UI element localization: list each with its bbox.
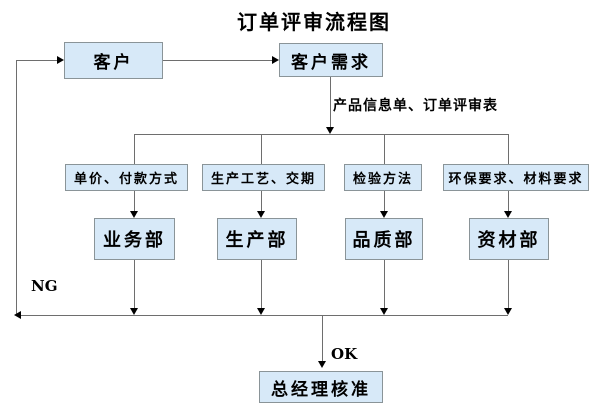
arrowhead-dept-col2-icon [257,211,265,218]
arrowhead-conv-col4-icon [504,308,512,315]
label-ng: NG [31,277,58,295]
connector-drop-col3 [384,134,385,164]
connector-drop-col1 [134,134,135,164]
arrowhead-into-demand-icon [272,56,279,64]
criteria-box-environment-material: 环保要求、材料要求 [443,164,589,191]
node-customer: 客户 [64,42,163,79]
arrowhead-conv-col1-icon [130,308,138,315]
label-documents: 产品信息单、订单评审表 [333,98,498,114]
arrowhead-dept-col1-icon [130,211,138,218]
arrowhead-into-customer-icon [57,56,64,64]
department-box-materials: 资材部 [469,218,549,260]
connector-dept-conv-col2 [261,260,262,309]
node-customer-demand: 客户需求 [279,43,383,77]
department-box-quality: 品质部 [345,218,423,260]
node-general-manager-approval: 总经理核准 [259,371,383,403]
arrowhead-demand-down-icon [326,127,334,134]
connector-drop-col4 [508,134,509,164]
connector-crit-dept-col3 [384,191,385,212]
arrowhead-ng-left-icon [14,311,21,319]
connector-ng-horizontal [16,60,58,61]
arrowhead-conv-col2-icon [257,308,265,315]
department-box-production: 生产部 [217,218,297,260]
connector-demand-down [330,77,331,128]
arrowhead-dept-col4-icon [504,211,512,218]
connector-ng-vertical [16,60,17,315]
connector-convergence-line [16,315,508,316]
arrowhead-conv-col3-icon [380,308,388,315]
connector-drop-col2 [261,134,262,164]
connector-crit-dept-col4 [508,191,509,212]
arrowhead-dept-col3-icon [380,211,388,218]
connector-distribution-line [134,134,508,135]
connector-dept-conv-col1 [134,260,135,309]
department-box-business: 业务部 [94,218,175,260]
diagram-title: 订单评审流程图 [237,10,391,34]
arrowhead-approval-icon [318,361,326,368]
connector-ok-down [322,315,323,362]
connector-dept-conv-col4 [508,260,509,309]
connector-crit-dept-col1 [134,191,135,212]
criteria-box-price-payment: 单价、付款方式 [65,164,188,191]
criteria-box-process-delivery: 生产工艺、交期 [202,164,325,191]
connector-customer-to-demand [163,60,273,61]
connector-crit-dept-col2 [261,191,262,212]
criteria-box-inspection: 检验方法 [344,164,422,191]
connector-dept-conv-col3 [384,260,385,309]
label-ok: OK [331,345,358,363]
